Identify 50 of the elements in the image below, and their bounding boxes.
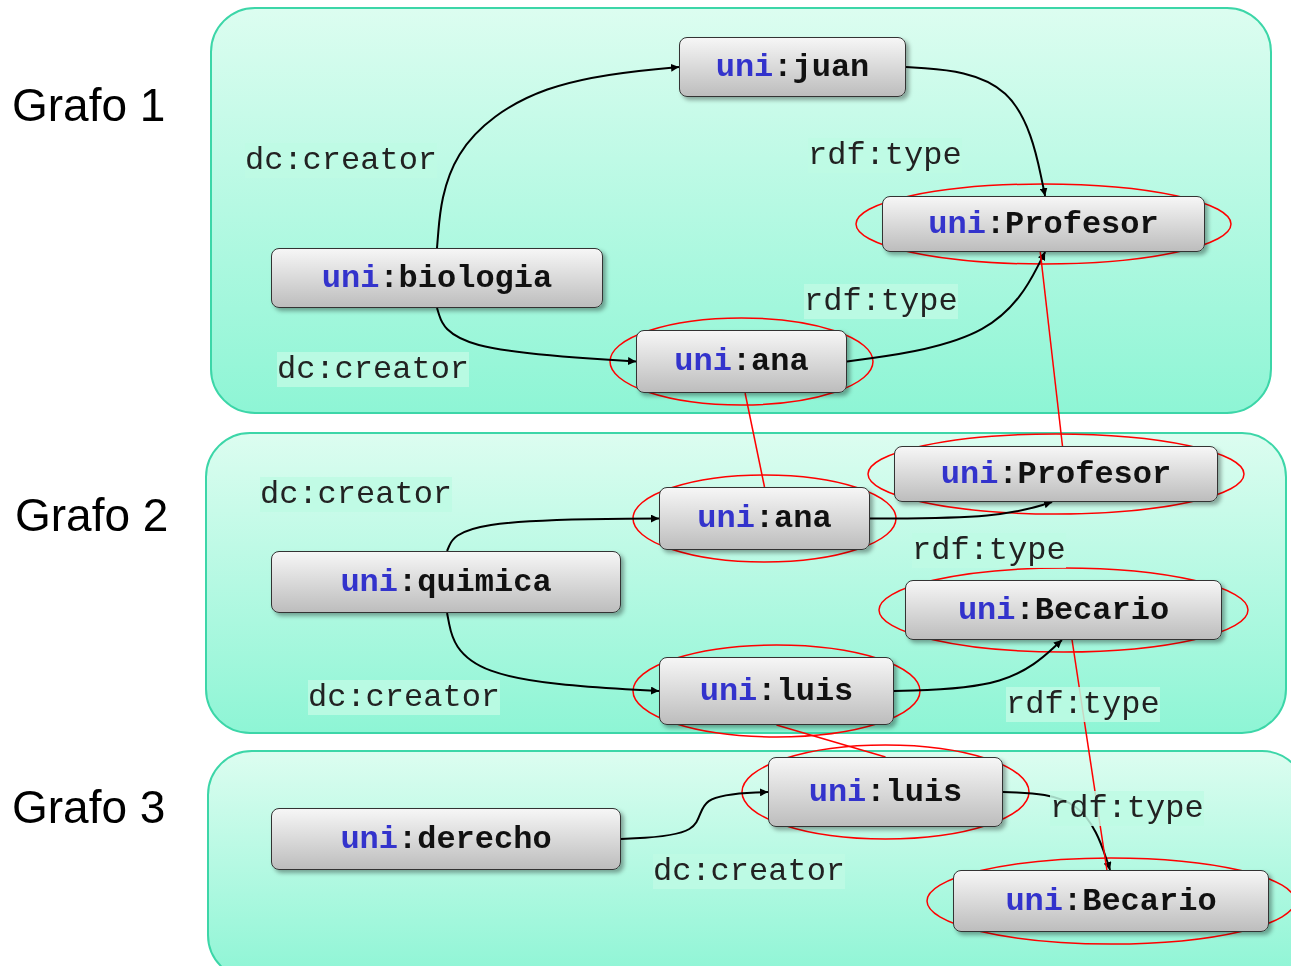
- arrow: [893, 639, 1063, 692]
- resource-box: [953, 870, 1269, 932]
- resource-label: uni:ana: [674, 343, 809, 380]
- arrow: [436, 307, 637, 365]
- graph-title: Grafo 3: [12, 780, 166, 834]
- resource-label: uni:Profesor: [928, 205, 1159, 243]
- resource-box: [894, 446, 1218, 502]
- resource-label: uni:derecho: [340, 820, 552, 858]
- resource-box: [882, 196, 1205, 252]
- resource-box: [636, 330, 847, 393]
- resource-label: uni:Becario: [1005, 882, 1217, 920]
- resource-label: uni:Profesor: [940, 455, 1172, 493]
- arrow: [846, 251, 1047, 363]
- resource-box: [271, 551, 621, 613]
- resource-label: uni:ana: [697, 500, 832, 537]
- edge-label: dc:creator: [653, 854, 846, 890]
- graph-panel: [207, 750, 1291, 966]
- resource-box: [271, 248, 603, 308]
- arrow: [869, 500, 1054, 520]
- arrow: [446, 612, 660, 695]
- arrow: [436, 63, 680, 249]
- link-line: [744, 392, 766, 488]
- graph-panel: [205, 432, 1287, 734]
- edge-label: rdf:type: [912, 533, 1066, 569]
- graph-panel: [210, 7, 1272, 414]
- edge-label: rdf:type: [808, 138, 962, 174]
- resource-box: [659, 487, 870, 550]
- resource-label: uni:luis: [699, 672, 854, 710]
- resource-label: uni:luis: [808, 773, 963, 811]
- resource-label: uni:Becario: [957, 591, 1170, 629]
- arrow: [905, 66, 1048, 197]
- resource-box: [659, 657, 894, 725]
- edge-label: rdf:type: [804, 284, 958, 320]
- resource-box: [905, 580, 1222, 640]
- link-line: [1039, 251, 1064, 447]
- edge-label: dc:creator: [260, 477, 453, 513]
- arrow: [446, 514, 660, 552]
- resource-box: [768, 757, 1003, 827]
- edge-label: rdf:type: [1006, 687, 1160, 723]
- edge-label: dc:creator: [277, 352, 470, 388]
- graph-title: Grafo 2: [15, 488, 169, 542]
- graph-title: Grafo 1: [12, 78, 166, 132]
- resource-box: [679, 37, 906, 97]
- resource-label: uni:juan: [715, 48, 870, 86]
- edge-label: dc:creator: [308, 680, 501, 716]
- resource-box: [271, 808, 621, 870]
- resource-label: uni:biologia: [321, 259, 553, 297]
- arrow: [620, 788, 769, 840]
- resource-label: uni:quimica: [340, 563, 552, 601]
- edge-label: rdf:type: [1050, 791, 1204, 827]
